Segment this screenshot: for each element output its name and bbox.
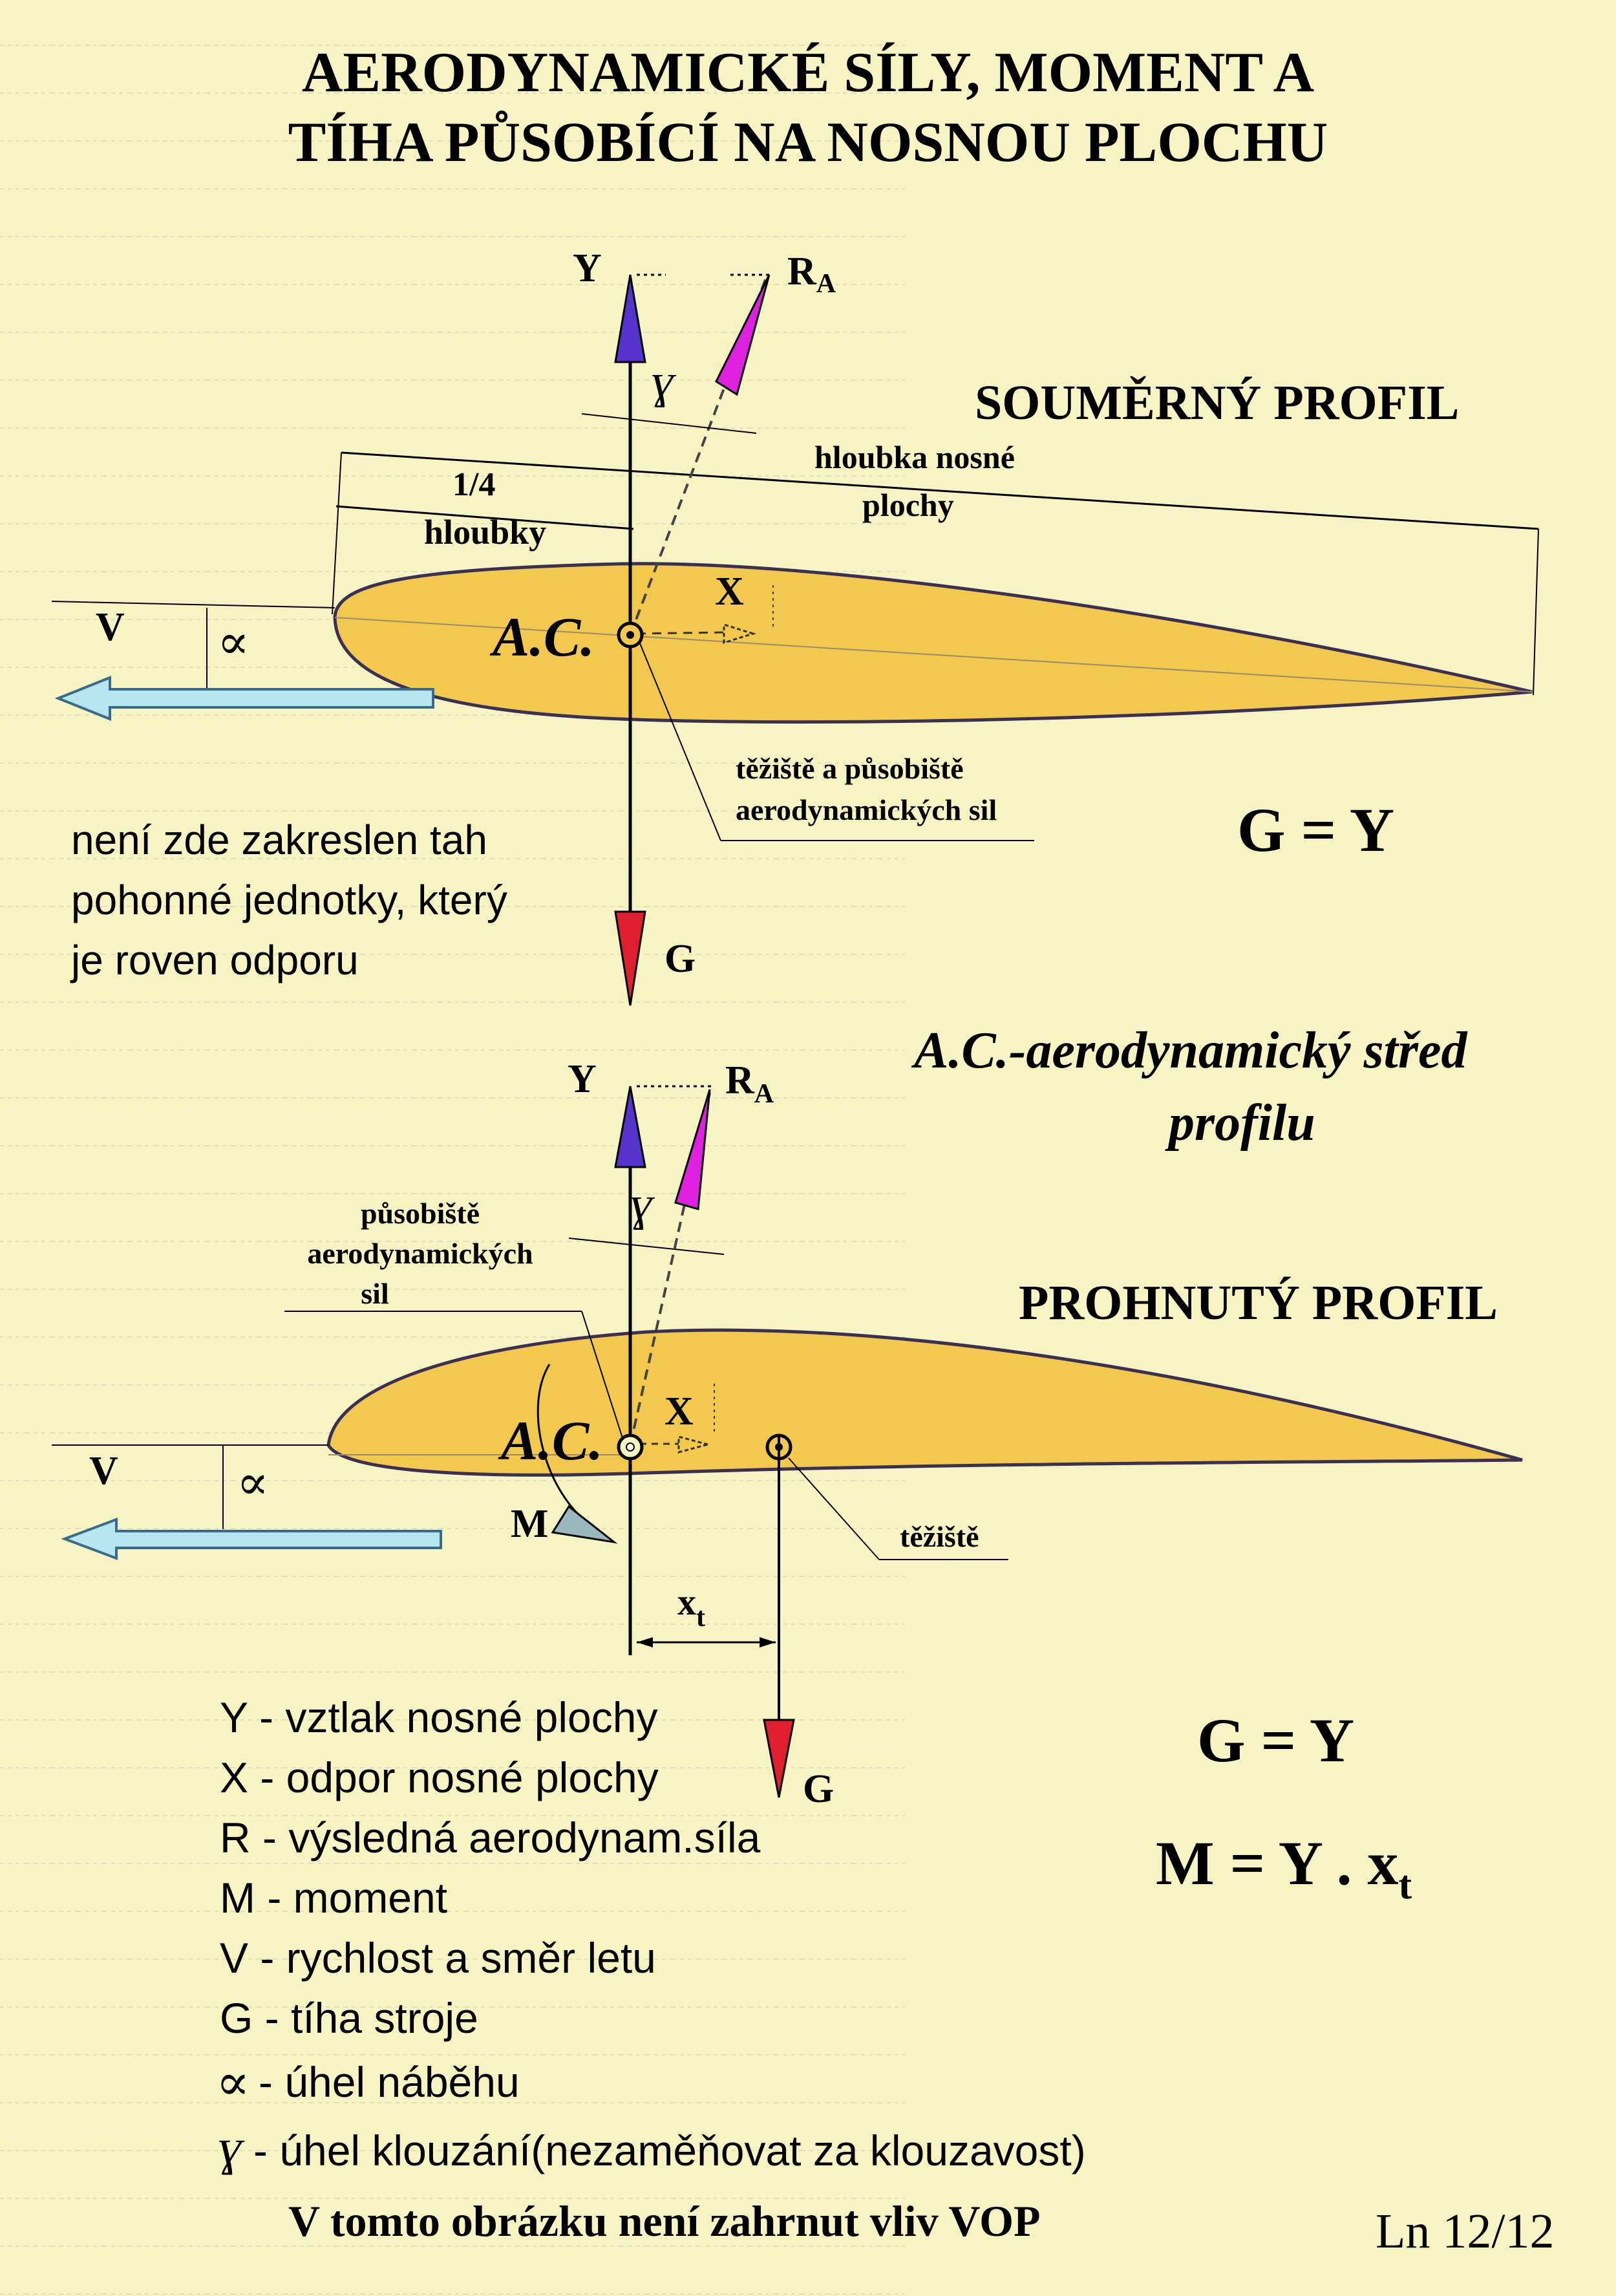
bottom-resultant-line bbox=[629, 1092, 711, 1446]
bottom-cg-note: těžiště bbox=[900, 1520, 979, 1553]
ac-definition-line-2: profilu bbox=[1169, 1095, 1315, 1152]
quarter-chord-label-2: hloubky bbox=[424, 513, 547, 552]
cg-leader bbox=[788, 1457, 880, 1560]
bottom-label-X: X bbox=[664, 1389, 694, 1433]
moment-arrow-M bbox=[551, 1505, 618, 1544]
bottom-equation-1: G = Y bbox=[1197, 1706, 1355, 1775]
legend-gamma-symbol: ɣ bbox=[218, 2119, 243, 2175]
xt-arrowhead-left bbox=[637, 1637, 653, 1647]
bottom-label-alpha: ∝ bbox=[237, 1457, 270, 1510]
lift-arrow-Y bbox=[614, 274, 646, 363]
bottom-label-xt: xt bbox=[677, 1581, 705, 1633]
bottom-lift-arrow-Y bbox=[614, 1086, 646, 1168]
chord-extension-left bbox=[332, 452, 342, 615]
xt-arrowhead-right bbox=[760, 1637, 776, 1647]
resultant-line bbox=[629, 277, 767, 636]
bottom-velocity-arrow bbox=[61, 1518, 442, 1560]
quarter-chord-dimension bbox=[335, 505, 634, 530]
velocity-arrow bbox=[54, 676, 434, 721]
legend-item-G: G - tíha stroje bbox=[220, 1994, 478, 2042]
legend-item-alpha: - úhel náběhu bbox=[259, 2058, 520, 2106]
bottom-label-gamma: ɣ bbox=[630, 1177, 654, 1230]
title-line-1: AERODYNAMICKÉ SÍLY, MOMENT A bbox=[301, 41, 1315, 104]
legend-alpha-symbol: ∝ bbox=[216, 2054, 250, 2110]
ruled-background bbox=[0, 0, 905, 2296]
top-label-RA: RA bbox=[787, 250, 836, 299]
bottom-gamma-line bbox=[568, 1238, 725, 1255]
bottom-label-RA: RA bbox=[725, 1058, 774, 1109]
weight-arrow-G bbox=[614, 910, 646, 1006]
thrust-note-line-2: pohonné jednotky, který bbox=[71, 877, 507, 923]
top-cg-note-line-2: aerodynamických sil bbox=[736, 793, 997, 826]
action-point-line-1: působiště bbox=[360, 1197, 480, 1230]
bottom-aerodynamic-center-dot bbox=[626, 1443, 635, 1452]
bottom-label-AC: A.C. bbox=[501, 1410, 603, 1472]
top-label-alpha: ∝ bbox=[217, 616, 250, 669]
title-line-2: TÍHA PŮSOBÍCÍ NA NOSNOU PLOCHU bbox=[288, 111, 1328, 174]
thrust-note-line-1: není zde zakreslen tah bbox=[71, 817, 487, 863]
bottom-profile-name: PROHNUTÝ PROFIL bbox=[1019, 1276, 1498, 1330]
legend-item-M: M - moment bbox=[220, 1874, 448, 1922]
legend-item-R: R - výsledná aerodynam.síla bbox=[220, 1814, 761, 1861]
resultant-arrow-RA bbox=[715, 274, 771, 396]
gamma-arc-line bbox=[581, 413, 757, 434]
chord-label-line-2: plochy bbox=[862, 487, 954, 523]
chord-label-line-1: hloubka nosné bbox=[814, 439, 1015, 475]
bottom-diagram bbox=[52, 1085, 1523, 1798]
legend-item-X: X - odpor nosné plochy bbox=[220, 1754, 659, 1801]
bottom-drag-arrow-X bbox=[677, 1435, 712, 1454]
velocity-reference-line bbox=[51, 601, 335, 608]
action-point-line-2: aerodynamických bbox=[307, 1237, 533, 1270]
top-label-AC: A.C. bbox=[493, 606, 595, 668]
legend-item-Y: Y - vztlak nosné plochy bbox=[220, 1693, 658, 1741]
legend-item-gamma: - úhel klouzání(nezaměňovat za klouzavos… bbox=[253, 2127, 1086, 2174]
bottom-weight-arrow-G bbox=[763, 1719, 795, 1798]
bottom-resultant-arrow-RA bbox=[674, 1089, 711, 1210]
action-point-line-3: sil bbox=[361, 1277, 389, 1310]
top-label-V: V bbox=[96, 605, 125, 649]
top-diagram bbox=[51, 274, 1539, 1006]
top-profile-name: SOUMĚRNÝ PROFIL bbox=[975, 376, 1460, 430]
top-cg-note-line-1: těžiště a působiště bbox=[736, 752, 964, 785]
legend-item-V: V - rychlost a směr letu bbox=[220, 1934, 656, 1982]
bottom-label-Y: Y bbox=[568, 1057, 597, 1101]
action-point-leader bbox=[581, 1311, 624, 1443]
bottom-equation-2: M = Y . xt bbox=[1156, 1829, 1412, 1907]
footer-note: V tomto obrázku není zahrnut vliv VOP bbox=[288, 2196, 1041, 2246]
top-label-G: G bbox=[664, 937, 696, 981]
aerodynamic-center-dot bbox=[626, 631, 634, 639]
drag-arrow-X bbox=[723, 623, 757, 645]
top-label-X: X bbox=[715, 570, 744, 614]
chord-line bbox=[334, 617, 1533, 692]
quarter-chord-label: 1/4 bbox=[452, 466, 496, 503]
top-label-gamma: ɣ bbox=[652, 355, 675, 408]
chord-extension-right bbox=[1533, 528, 1539, 696]
page-number: Ln 12/12 bbox=[1376, 2204, 1555, 2258]
top-equation: G = Y bbox=[1237, 795, 1395, 864]
chord-dimension-line bbox=[341, 451, 1539, 530]
cg-leader-line bbox=[639, 643, 721, 841]
bottom-label-G: G bbox=[803, 1767, 835, 1811]
thrust-note-line-3: je roven odporu bbox=[71, 937, 359, 983]
ac-definition-line-1: A.C.-aerodynamický střed bbox=[914, 1022, 1467, 1079]
bottom-label-M: M bbox=[511, 1502, 549, 1546]
top-label-Y: Y bbox=[573, 246, 602, 290]
bottom-label-V: V bbox=[89, 1449, 118, 1493]
